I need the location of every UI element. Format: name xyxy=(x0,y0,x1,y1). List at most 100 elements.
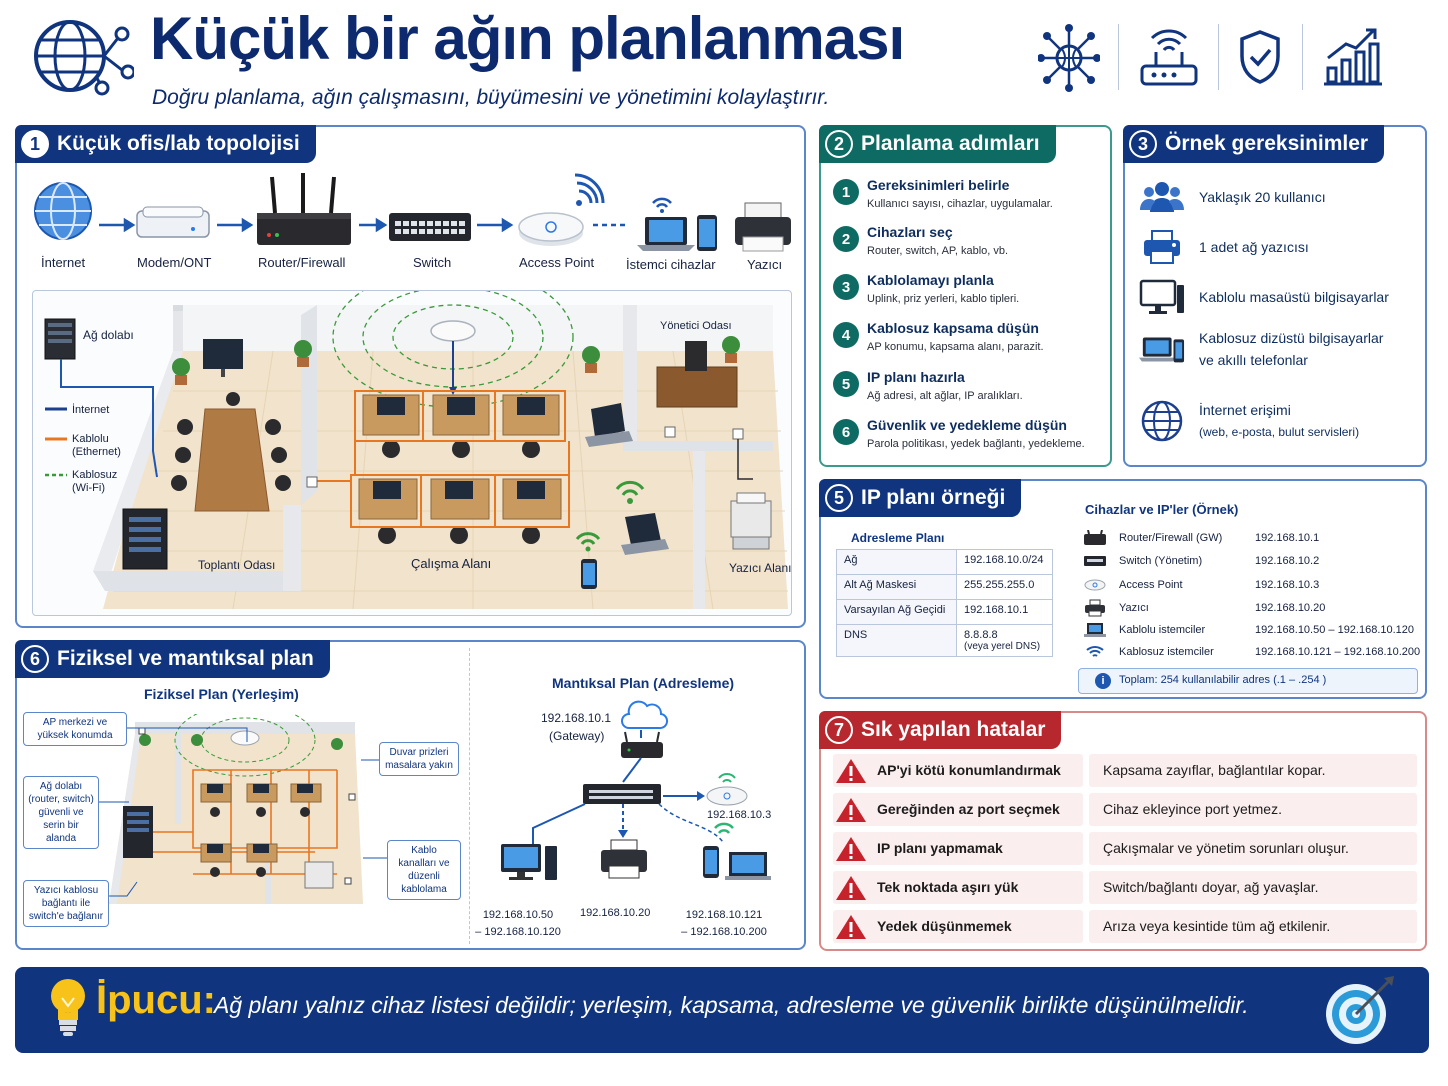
ip-plan-panel-title: 5 IP planı örneği xyxy=(819,479,1022,517)
printer-icon xyxy=(1139,229,1185,265)
printer-ip: 192.168.10.20 xyxy=(580,907,651,919)
ap-ip: 192.168.10.3 xyxy=(707,809,772,821)
chain-label-switch: Switch xyxy=(413,255,452,270)
physical-logical-panel-title: 6 Fiziksel ve mantıksal plan xyxy=(15,640,330,678)
req-internet: İnternet erişimi(web, e-posta, bulut ser… xyxy=(1139,399,1359,443)
info-icon: i xyxy=(1095,673,1111,689)
device-row-router: Router/Firewall (GW)192.168.10.1 xyxy=(1083,529,1423,551)
warning-icon xyxy=(836,759,866,783)
wifi-ip-range: 192.168.10.121– 192.168.10.200 xyxy=(681,909,767,938)
access-point-icon xyxy=(706,773,748,806)
printer-icon xyxy=(601,839,647,879)
plant-icons xyxy=(172,336,740,385)
client-devices-icon xyxy=(637,197,717,251)
lightbulb-icon xyxy=(48,976,88,1038)
req-desktops: Kablolu masaüstü bilgisayarlar xyxy=(1139,279,1389,315)
cloud-icon xyxy=(621,700,669,730)
legend-wifi: Kablosuz (Wi-Fi) xyxy=(72,469,118,494)
chain-label-router: Router/Firewall xyxy=(258,255,346,270)
callout-cable-trays: Kablo kanalları ve düzenli kablolama xyxy=(387,840,461,900)
gateway-label: (Gateway) xyxy=(549,729,605,743)
tip-banner xyxy=(15,967,1429,1053)
globe-network-logo-icon xyxy=(30,14,136,98)
globe-icon xyxy=(1139,400,1185,442)
chain-label-internet: İnternet xyxy=(41,255,86,270)
router-icon xyxy=(621,731,663,758)
section-number-3: 3 xyxy=(1129,130,1157,158)
printer-icon xyxy=(735,202,791,252)
room-label-meeting: Toplantı Odası xyxy=(198,558,276,572)
wired-ip-range: 192.168.10.50– 192.168.10.120 xyxy=(475,909,561,938)
section-number-6: 6 xyxy=(21,645,49,673)
warning-icon xyxy=(836,837,866,861)
chain-label-ap: Access Point xyxy=(519,255,595,270)
common-mistakes-panel: 7 Sık yapılan hatalar AP'yi kötü konumla… xyxy=(819,711,1427,951)
device-row-switch: Switch (Yönetim)192.168.10.2 xyxy=(1083,552,1423,574)
devices-ip-list: Router/Firewall (GW)192.168.10.1 Switch … xyxy=(1083,529,1423,669)
req-users: Yaklaşık 20 kullanıcı xyxy=(1139,179,1326,215)
physical-logical-panel: 6 Fiziksel ve mantıksal plan Fiziksel Pl… xyxy=(15,640,806,950)
section-number-2: 2 xyxy=(825,130,853,158)
tip-text: Ağ planı yalnız cihaz listesi değildir; … xyxy=(214,992,1249,1018)
switch-icon xyxy=(583,784,661,804)
legend-internet: İnternet xyxy=(72,404,110,416)
logical-plan-diagram xyxy=(479,692,799,942)
office-floor-plan xyxy=(32,290,792,616)
topology-panel-title: 1 Küçük ofis/lab topolojisi xyxy=(15,125,316,163)
requirements-panel: 3 Örnek gereksinimler Yaklaşık 20 kullan… xyxy=(1123,125,1427,467)
requirements-panel-title: 3 Örnek gereksinimler xyxy=(1123,125,1385,163)
access-point-icon xyxy=(518,173,605,246)
room-label-printer: Yazıcı Alanı xyxy=(729,561,792,575)
physical-plan-title: Fiziksel Plan (Yerleşim) xyxy=(144,686,299,702)
growth-chart-icon xyxy=(1322,24,1384,88)
section-number-7: 7 xyxy=(825,716,853,744)
callout-printer-cable: Yazıcı kablosu bağlantı ile switch'e bağ… xyxy=(23,880,109,927)
logical-plan-title: Mantıksal Plan (Adresleme) xyxy=(552,675,735,691)
topology-panel: 1 Küçük ofis/lab topolojisi xyxy=(15,125,806,628)
physical-plan-diagram xyxy=(105,703,367,910)
room-label-work: Çalışma Alanı xyxy=(411,556,492,571)
warning-icon xyxy=(836,798,866,822)
network-hub-icon xyxy=(1037,22,1101,94)
router-icon xyxy=(1083,529,1107,547)
section-number-5: 5 xyxy=(825,484,853,512)
req-printer: 1 adet ağ yazıcısı xyxy=(1139,229,1309,265)
room-label-manager: Yönetici Odası xyxy=(660,320,732,332)
desktop-icon xyxy=(501,844,557,880)
mistakes-panel-title: 7 Sık yapılan hatalar xyxy=(819,711,1062,749)
chain-label-printer: Yazıcı xyxy=(747,257,783,272)
callout-ap-position: AP merkezi ve yüksek konumda xyxy=(23,712,127,746)
switch-icon xyxy=(389,213,471,241)
gateway-ip: 192.168.10.1 xyxy=(541,711,612,725)
printer-icon xyxy=(1083,599,1107,617)
section-number-1: 1 xyxy=(21,130,49,158)
device-chain xyxy=(17,167,808,277)
chain-label-clients: İstemci cihazlar xyxy=(626,257,716,272)
switch-icon xyxy=(1083,552,1107,570)
laptop-icon xyxy=(1083,621,1107,639)
page-subtitle: Doğru planlama, ağın çalışmasını, büyüme… xyxy=(152,86,830,109)
shield-check-icon xyxy=(1238,28,1282,86)
laptop-phone-icon xyxy=(1139,331,1185,367)
callout-rack-location: Ağ dolabı (router, switch) güvenli ve se… xyxy=(23,776,99,849)
legend-wired: Kablolu (Ethernet) xyxy=(72,433,121,458)
chain-label-modem: Modem/ONT xyxy=(137,255,212,270)
wifi-icon xyxy=(1083,643,1107,661)
devices-ip-title: Cihazlar ve IP'ler (Örnek) xyxy=(1085,502,1239,517)
